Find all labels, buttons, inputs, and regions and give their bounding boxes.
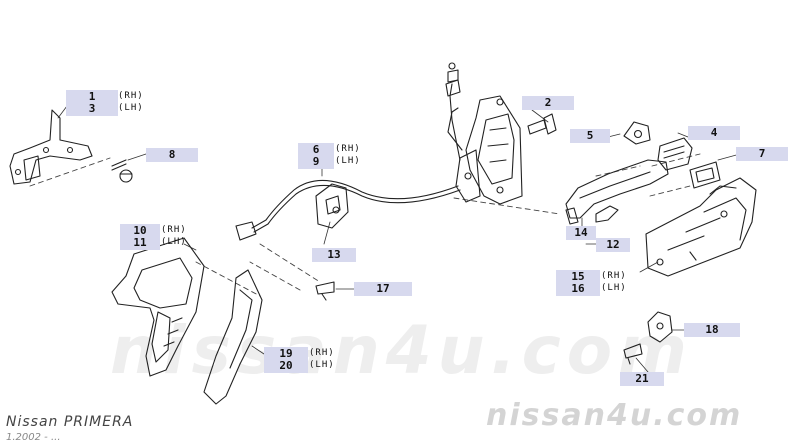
footer-model: Nissan PRIMERA <box>6 414 134 430</box>
callout-6[interactable]: 6 <box>298 143 334 157</box>
callout-6-side: (RH) <box>335 144 361 154</box>
watermark-large: nissan4u.com <box>110 312 693 389</box>
lock-assembly <box>445 62 523 205</box>
callout-15-side: (RH) <box>601 271 627 281</box>
callout-17[interactable]: 17 <box>354 282 412 296</box>
callout-3[interactable]: 3 <box>66 102 118 116</box>
callout-7[interactable]: 7 <box>736 147 788 161</box>
footer-date: 1.2002 - ... <box>6 432 61 443</box>
cable-part-6-9 <box>235 179 461 241</box>
cover-part-4 <box>657 137 693 171</box>
callout-5[interactable]: 5 <box>570 129 610 143</box>
callout-19-side: (RH) <box>309 348 335 358</box>
callout-9-side: (LH) <box>335 156 361 166</box>
grommet-part-5 <box>623 121 651 145</box>
callout-16-side: (LH) <box>601 283 627 293</box>
escutcheon-part-19-20 <box>203 269 263 405</box>
callout-1[interactable]: 1 <box>66 90 118 104</box>
callout-14[interactable]: 14 <box>566 226 596 240</box>
callout-1-side: (RH) <box>118 91 144 101</box>
callout-3-side: (LH) <box>118 103 144 113</box>
pad-part-12 <box>595 205 619 223</box>
screw-part-21 <box>623 343 643 365</box>
callout-11-side: (LH) <box>161 237 187 247</box>
callout-13[interactable]: 13 <box>312 248 356 262</box>
clip-part-18 <box>647 311 673 343</box>
callout-2[interactable]: 2 <box>522 96 574 110</box>
callout-18[interactable]: 18 <box>684 323 740 337</box>
handle-bracket-part-15-16 <box>645 177 757 277</box>
bracket-part-1-3 <box>9 109 93 185</box>
frame-part-10-11 <box>111 237 205 377</box>
callout-21[interactable]: 21 <box>620 372 664 386</box>
outside-handle-part-14 <box>565 159 669 225</box>
callout-15[interactable]: 15 <box>556 270 600 284</box>
callout-4[interactable]: 4 <box>688 126 740 140</box>
callout-16[interactable]: 16 <box>556 282 600 296</box>
callout-20-side: (LH) <box>309 360 335 370</box>
watermark-small: nissan4u.com <box>486 398 743 433</box>
callout-20[interactable]: 20 <box>264 359 308 373</box>
callout-10-side: (RH) <box>161 225 187 235</box>
screw-part-17 <box>315 281 335 301</box>
callout-12[interactable]: 12 <box>596 238 630 252</box>
leader-lines <box>57 101 741 373</box>
callout-19[interactable]: 19 <box>264 347 308 361</box>
callout-9[interactable]: 9 <box>298 155 334 169</box>
screw-part-2 <box>527 113 557 135</box>
clip-part-13 <box>315 183 349 229</box>
callout-10[interactable]: 10 <box>120 224 160 238</box>
callout-8[interactable]: 8 <box>146 148 198 162</box>
callout-11[interactable]: 11 <box>120 236 160 250</box>
screw-part-8 <box>111 159 133 183</box>
gasket-part-7 <box>689 161 721 189</box>
